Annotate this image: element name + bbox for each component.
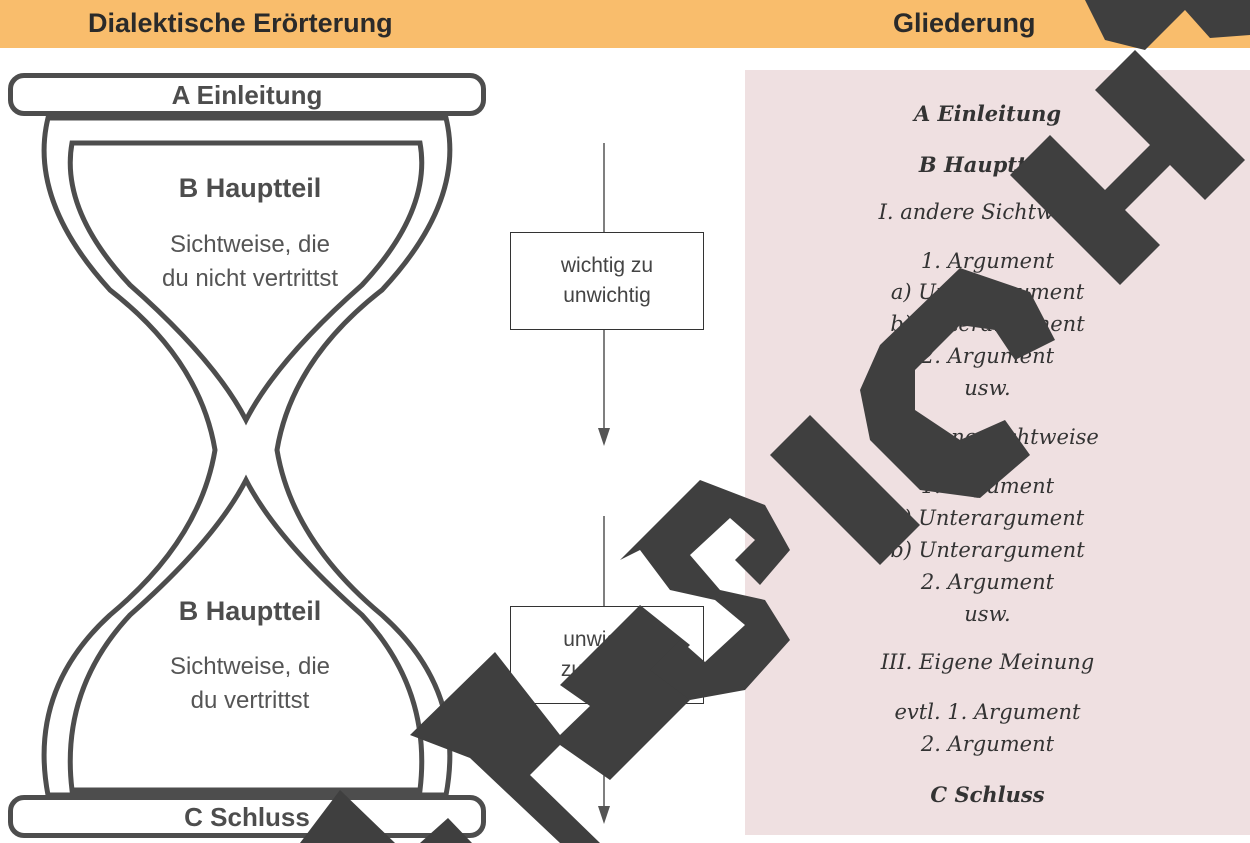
lower-arrowhead [598,806,610,824]
order-box-line: wichtig zu [560,254,654,277]
outline-line: 2. Argument [920,732,1055,756]
upper-description: Sichtweise, die du nicht vertrittst [90,228,410,296]
outline-line: 2. Argument [920,570,1055,594]
outline-line: 1. Argument [920,249,1055,273]
outline-line: b) Unterargument [890,538,1085,562]
upper-arrowhead [598,428,610,446]
upper-description-line: Sichtweise, die [169,231,331,258]
hourglass-lower-bulb [67,474,425,793]
upper-description-line: du nicht vertrittst [161,265,339,292]
order-box-line: unwichtig [563,284,651,307]
lower-description-line: du vertrittst [190,687,310,714]
intro-bar: A Einleitung [8,73,486,116]
conclusion-label: C Schluss [184,802,310,832]
watermark-letter [300,790,395,843]
intro-label: A Einleitung [171,80,323,110]
outline-line: usw. [964,602,1011,626]
watermark-letter [620,480,790,700]
watermark-letter [770,415,920,565]
outline-line: usw. [964,376,1011,400]
page-title: Dialektische Erörterung [88,8,393,38]
watermark-letter [420,818,472,843]
outline-line: a) Unterargument [890,506,1085,530]
lower-description: Sichtweise, die du vertrittst [90,650,410,718]
outline-line: C Schluss [930,782,1045,807]
order-box-label: wichtig zu unwichtig [537,251,677,311]
watermark-letter [1085,0,1250,50]
watermark-letter [410,605,690,843]
order-box-descending: wichtig zu unwichtig [510,232,704,330]
conclusion-bar: C Schluss [8,795,486,838]
outline-line: III. Eigene Meinung [880,650,1095,674]
header-bar [0,0,1250,48]
outline-line: evtl. 1. Argument [894,700,1081,724]
lower-description-line: Sichtweise, die [169,653,331,680]
hourglass-upper-bulb [67,140,425,426]
outline-title: Gliederung [893,8,1036,38]
watermark-letter [1010,50,1245,285]
outline-line: A Einleitung [913,101,1062,126]
lower-main-heading: B Hauptteil [178,596,322,626]
watermark-letter [860,268,1055,498]
upper-main-heading: B Hauptteil [178,173,322,203]
